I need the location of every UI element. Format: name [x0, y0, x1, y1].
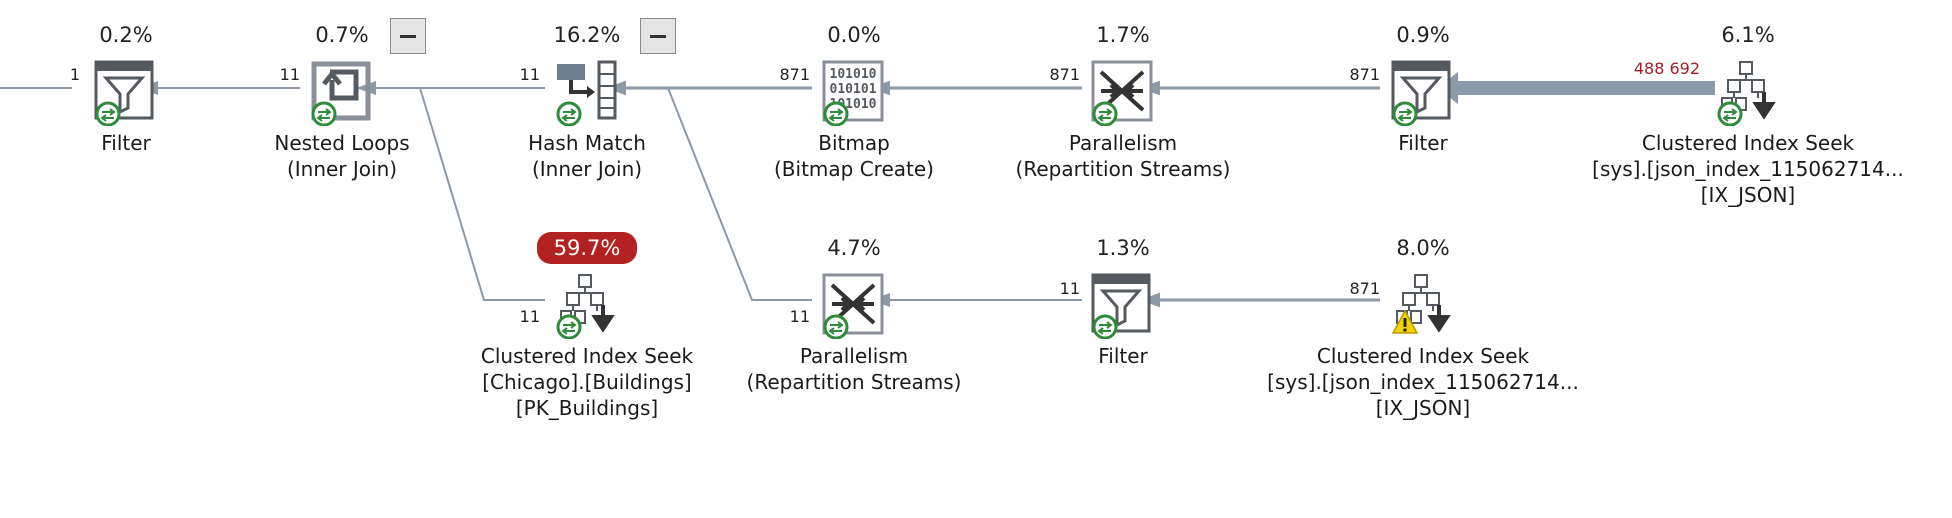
clustered-index-seek-icon [1717, 61, 1776, 126]
operator-subtitle: (Repartition Streams) [746, 370, 962, 394]
clustered-index-seek-icon [556, 274, 615, 339]
filter-icon [1091, 273, 1151, 339]
operator-name: Filter [101, 131, 151, 155]
operator-name: Nested Loops [274, 131, 410, 155]
edge-rows-label: 871 [1349, 65, 1380, 84]
operator-object-name: [Chicago].[Buildings] [482, 370, 692, 394]
operator-name: Parallelism [799, 344, 909, 368]
cost-percent: 6.1% [1721, 23, 1775, 47]
cost-percent: 0.0% [827, 23, 881, 47]
edge-line [419, 87, 545, 301]
operator-index-name: [PK_Buildings] [515, 396, 659, 420]
cost-percent: 0.9% [1396, 23, 1450, 47]
filter-icon [94, 60, 154, 126]
cost-percent: 8.0% [1396, 236, 1450, 260]
operator-subtitle: (Inner Join) [531, 157, 643, 181]
cost-percent: 0.7% [315, 23, 369, 47]
cost-percent: 4.7% [827, 236, 881, 260]
operator-subtitle: (Repartition Streams) [1015, 157, 1231, 181]
operator-subtitle: (Bitmap Create) [774, 157, 934, 181]
edge-rows-label: 871 [779, 65, 810, 84]
edge-rows-label: 871 [1349, 279, 1380, 298]
svg-text:010101: 010101 [830, 82, 877, 97]
operator-name: Parallelism [1068, 131, 1178, 155]
cost-percent-hot-badge: 59.7% [537, 232, 637, 264]
svg-text:101010: 101010 [830, 67, 877, 82]
operator-name: Filter [1398, 131, 1448, 155]
edge-rows-label-hot: 488 692 [1633, 59, 1700, 78]
hash-match-icon [556, 60, 617, 126]
operator-name: Clustered Index Seek [1641, 131, 1855, 155]
operator-index-name: [IX_JSON] [1375, 396, 1471, 420]
nested-loops-icon [311, 61, 371, 126]
edge-rows-label: 11 [789, 307, 810, 326]
cost-percent: 0.2% [99, 23, 153, 47]
collapse-nested-loops-button[interactable] [390, 18, 426, 54]
edge-rows-label: 11 [519, 307, 540, 326]
cost-percent: 1.3% [1096, 236, 1150, 260]
filter-icon [1391, 60, 1451, 126]
operator-name: Hash Match [528, 131, 646, 155]
operator-name: Bitmap [818, 131, 890, 155]
bitmap-icon: 101010 010101 101010 [822, 60, 884, 126]
clustered-index-seek-icon [1391, 274, 1451, 334]
operator-name: Filter [1098, 344, 1148, 368]
edge-line [667, 87, 812, 301]
operator-name: Clustered Index Seek [1316, 344, 1530, 368]
cost-percent: 1.7% [1096, 23, 1150, 47]
parallelism-icon [1091, 60, 1153, 126]
edge-rows-label: 11 [1059, 279, 1080, 298]
cost-percent: 16.2% [553, 23, 621, 47]
edge-rows-label: 11 [279, 65, 300, 84]
operator-subtitle: (Inner Join) [286, 157, 398, 181]
parallelism-icon [822, 273, 884, 339]
operator-index-name: [IX_JSON] [1700, 183, 1796, 207]
edge-rows-label: 11 [519, 65, 540, 84]
edge-rows-label: 871 [1049, 65, 1080, 84]
operator-object-name: [sys].[json_index_115062714... [1592, 157, 1904, 181]
edge-rows-label: 1 [69, 65, 80, 84]
collapse-hash-match-button[interactable] [640, 18, 676, 54]
operator-object-name: [sys].[json_index_115062714... [1267, 370, 1579, 394]
operator-name: Clustered Index Seek [480, 344, 694, 368]
